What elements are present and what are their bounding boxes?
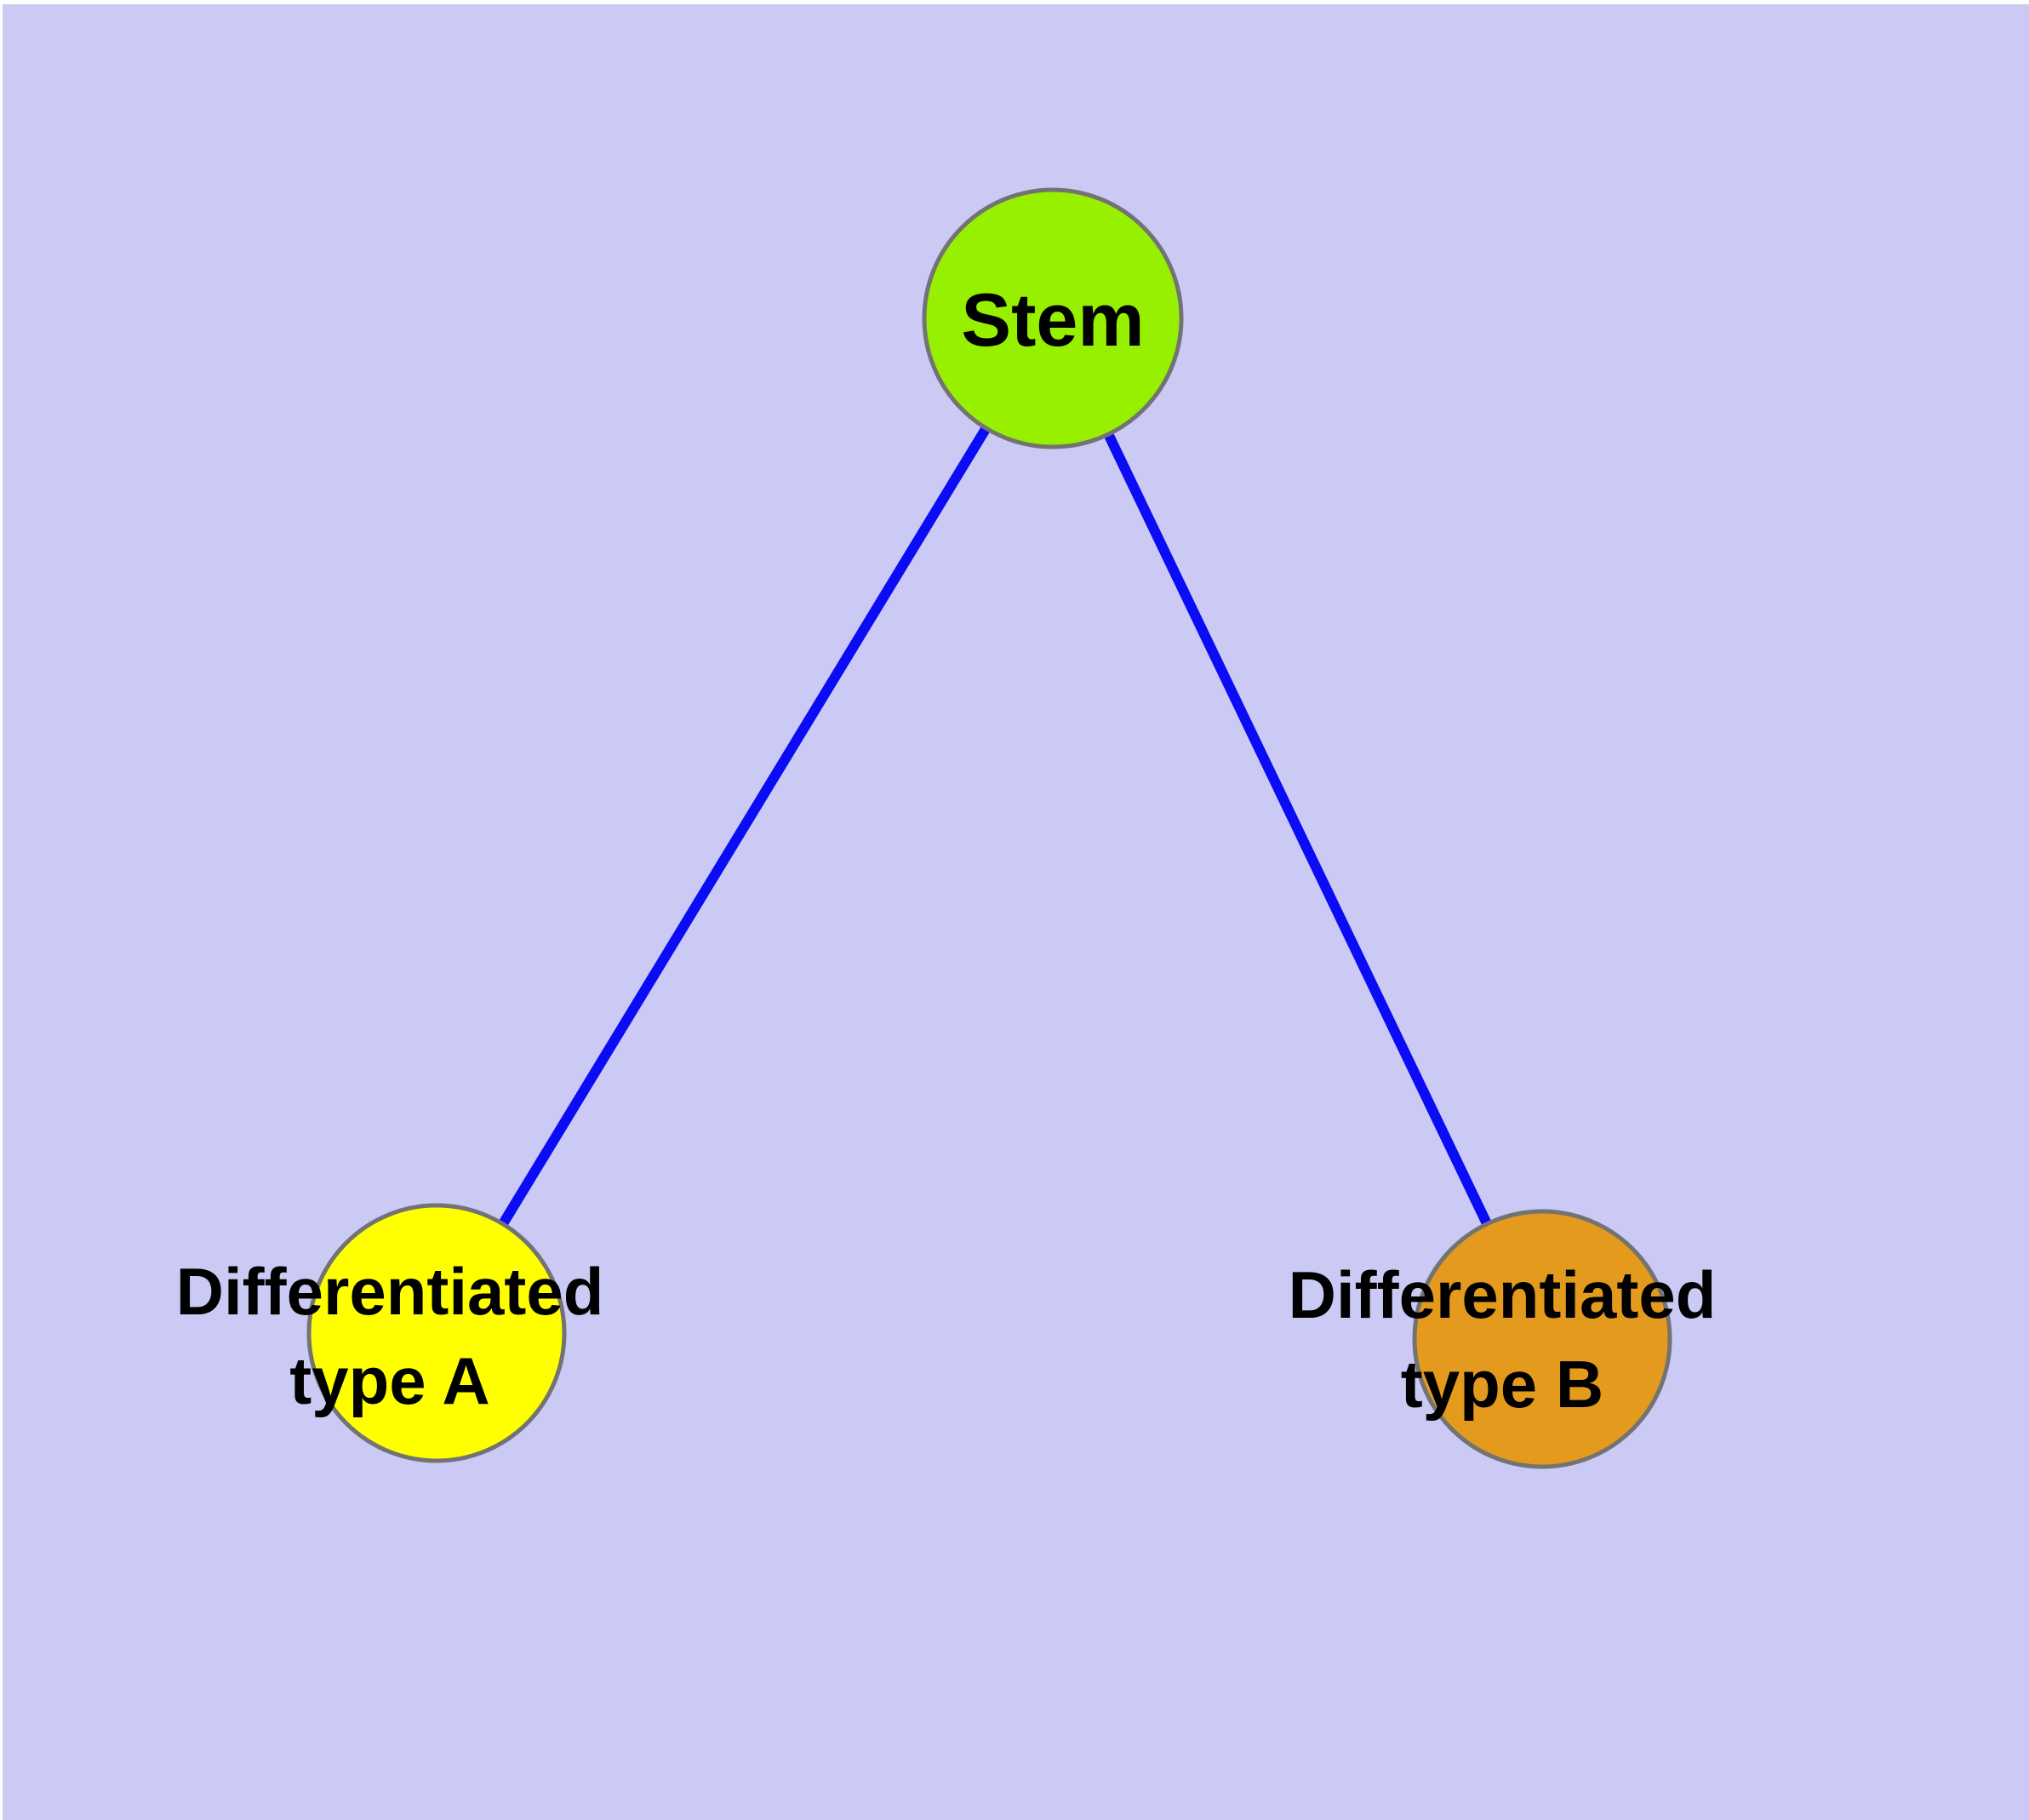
node-label-type-b-line2: type B	[1400, 1347, 1604, 1422]
graph-node-type-a	[306, 1203, 567, 1463]
graph-edge-stem-type-b	[1048, 316, 1547, 1342]
node-label-differentiated-type-b: Differentiated type B	[1289, 1251, 1717, 1429]
left-margin-strip	[0, 0, 3, 1820]
node-label-stem-text: Stem	[961, 278, 1145, 362]
graph-edge-stem-type-a	[432, 315, 1058, 1336]
graph-node-stem	[922, 187, 1184, 449]
top-margin-strip	[0, 0, 2029, 4]
node-label-type-a-line1: Differentiated	[175, 1254, 604, 1329]
node-label-type-a-line2: type A	[289, 1343, 490, 1418]
node-label-differentiated-type-a: Differentiated type A	[176, 1247, 604, 1426]
graph-node-type-b	[1412, 1209, 1672, 1469]
node-label-stem: Stem	[961, 279, 1144, 361]
node-label-type-b-line1: Differentiated	[1288, 1257, 1717, 1332]
